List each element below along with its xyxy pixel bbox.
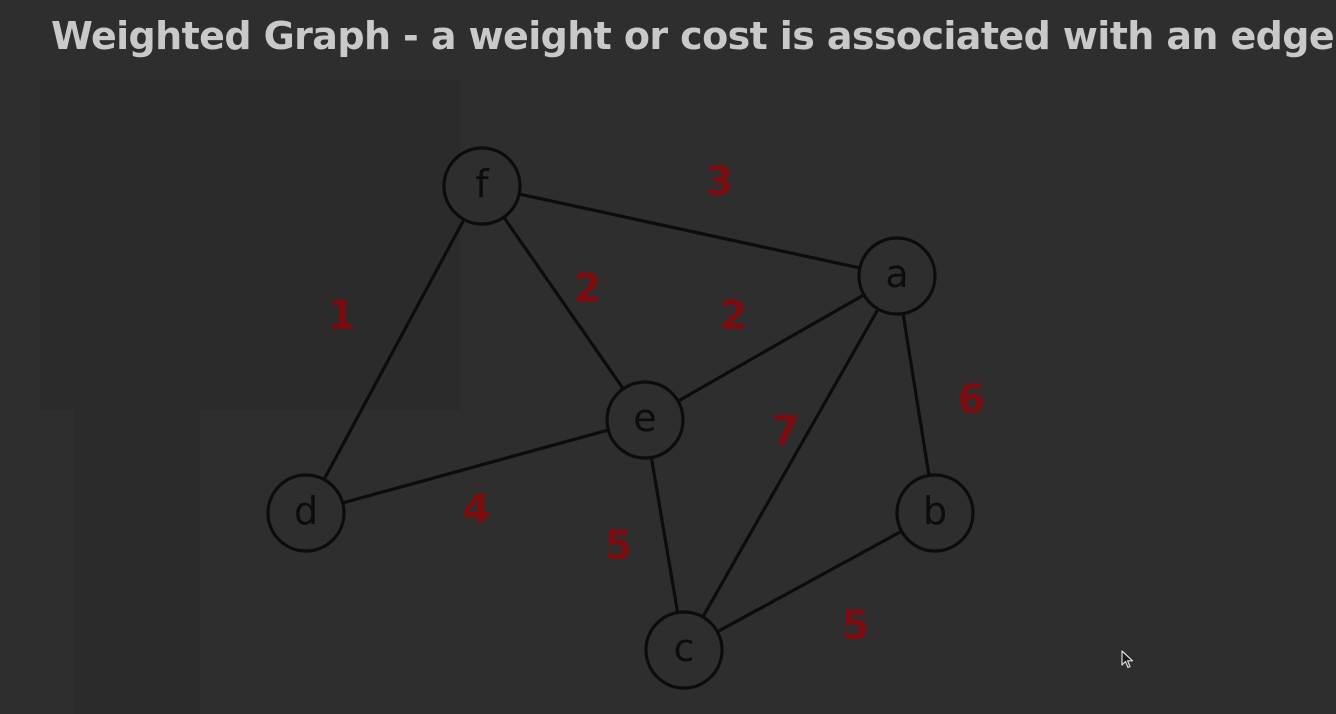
node-circle-f [442, 146, 522, 226]
edge-weight-f-d: 1 [328, 293, 356, 339]
edge-weight-c-b: 5 [842, 603, 870, 649]
edge-weight-a-c: 7 [772, 408, 800, 454]
node-circle-b [895, 473, 975, 553]
node-circle-c [644, 610, 724, 690]
node-e: e [605, 380, 685, 460]
edge-weight-e-c: 5 [605, 523, 633, 569]
node-label-d: d [294, 489, 318, 533]
node-label-e: e [633, 396, 656, 440]
edge-weight-f-a: 3 [706, 159, 734, 205]
node-label-c: c [674, 626, 695, 670]
edge-a-b [895, 275, 937, 514]
edge-a-c [682, 275, 899, 651]
node-circle-e [605, 380, 685, 460]
edge-weight-f-e: 2 [574, 266, 602, 312]
node-label-a: a [885, 252, 908, 296]
node-circle-a [857, 236, 937, 316]
edge-weight-d-e: 4 [463, 487, 491, 533]
edge-f-e [480, 185, 647, 421]
nodes-group: f a e d b c [266, 146, 975, 690]
edge-f-d [304, 185, 484, 514]
node-circle-d [266, 473, 346, 553]
node-label-b: b [923, 489, 947, 533]
edges-group [304, 184, 937, 652]
mouse-pointer-icon [1121, 650, 1134, 669]
node-a: a [857, 236, 937, 316]
edge-weight-a-b: 6 [958, 377, 986, 423]
edge-d-e [305, 418, 646, 515]
node-f: f [442, 146, 522, 226]
node-label-f: f [475, 162, 490, 206]
node-c: c [644, 610, 724, 690]
edge-c-b [683, 511, 936, 652]
edge-weight-e-a: 2 [720, 293, 748, 339]
node-d: d [266, 473, 346, 553]
edge-f-a [481, 184, 898, 278]
node-b: b [895, 473, 975, 553]
edge-e-a [644, 274, 898, 422]
background-panel [75, 410, 200, 714]
weights-group: 3 1 2 2 6 7 4 5 5 [328, 159, 986, 649]
slide-title: Weighted Graph - a weight or cost is ass… [51, 14, 1335, 58]
